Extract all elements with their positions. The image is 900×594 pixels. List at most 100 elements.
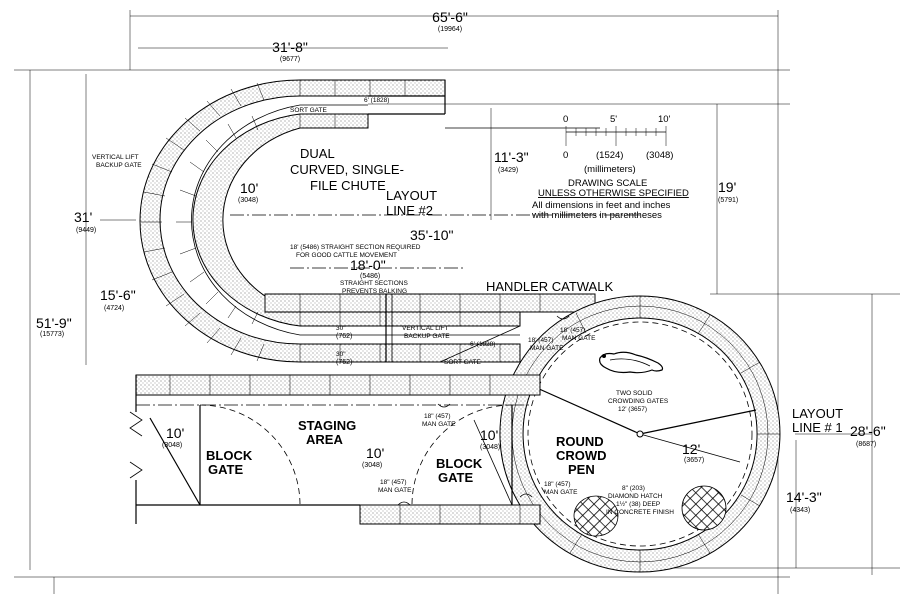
dim-upper-width-mm: (9677) [280,56,300,63]
dim-14-3: 14'-3" [786,489,822,505]
drawing-scale-text: 0 5' 10' 0 (1524) (3048) (millimeters) D… [531,114,689,221]
sort-gate-top-label: SORT GATE [290,107,328,114]
dim-staging-10-mid-mm: (3048) [362,462,382,469]
dim-15-6: 15'-6" [100,287,136,303]
man-gate-stage-label: MAN GATE [422,421,456,428]
diamond-hatch-areas [573,485,727,537]
scale-note-2: with millimeters in parentheses [531,210,662,221]
man-gate-low-dim: 18" (457) [380,479,407,486]
crowding-gates-3: 12' (3657) [618,406,647,413]
block-gate-mid-2: GATE [438,470,473,485]
block-gate-mid-1: BLOCK [436,456,483,471]
dim-upper-width: 31'-8" [272,39,308,55]
round-pen-2: CROWD [556,448,607,463]
straight-note-3: STRAIGHT SECTIONS [340,280,408,287]
dim-11-3-mm: (3429) [498,167,518,174]
scale-tick-10: 10' [658,114,671,125]
dim-man-gate-top-label: MAN GATE [530,345,564,352]
straight-note-4: PREVENTS BALKING [342,288,407,295]
dim-block-gate-10: 10' [480,427,498,443]
overall-dimension-lines [14,10,900,594]
vertical-lift-backup-1a: VERTICAL LIFT [92,154,139,161]
layout-line-1-a: LAYOUT [792,406,843,421]
crowding-gates [527,383,757,463]
crowding-gates-2: CROWDING GATES [608,398,669,405]
lower-chute-gates [230,127,640,363]
layout-line-1-b: LINE # 1 [792,420,843,435]
curved-chute [139,79,521,363]
dim-18-0: 18'-0" [350,257,386,273]
staging-area [129,374,541,525]
man-gate-pen-label: MAN GATE [562,335,596,342]
scale-mm-0: 0 [563,150,568,161]
dim-11-3: 11'-3" [494,149,529,165]
chute-title-line-2: CURVED, SINGLE- [290,162,404,177]
sort-gate-lower-label: SORT GATE [444,359,482,366]
vertical-lift-backup-2a: VERTICAL LIFT [402,325,449,332]
dim-block-gate-10-mm: (3048) [480,444,500,451]
dim-overall-width: 65'-6" [432,9,468,25]
round-crowd-pen-ring [499,295,781,573]
round-pen-1: ROUND [556,434,604,449]
dim-19-mm: (5791) [718,197,738,204]
dim-radius-chute-mm: (3048) [238,197,258,204]
dim-28-6: 28'-6" [850,423,886,439]
handler-catwalk [264,293,596,313]
dim-30-b: 30" [336,351,346,358]
staging-area-2: AREA [306,432,343,447]
block-gate-left-2: GATE [208,462,243,477]
dim-radius-pen: 12' [682,441,700,457]
dim-51-9: 51'-9" [36,315,72,331]
dim-35-10: 35'-10" [410,227,453,243]
man-gate-stage-dim: 18" (457) [424,413,451,420]
feature-labels: DUAL CURVED, SINGLE- FILE CHUTE LAYOUT L… [92,107,843,516]
layout-line-2-b: LINE #2 [386,203,433,218]
layout-line-2-a: LAYOUT [386,188,437,203]
diamond-hatch-3: 1½" (38) DEEP [616,500,660,508]
cow-icon [599,351,664,374]
dim-31-mm: (9449) [76,227,96,234]
scale-subtitle: UNLESS OTHERWISE SPECIFIED [538,188,689,199]
dim-28-6-mm: (8687) [856,441,876,448]
dim-18-0-mm: (5486) [360,273,380,280]
dim-30-a: 30" [336,325,346,332]
diamond-hatch-2: DIAMOND HATCH [608,493,663,500]
diamond-hatch-1: 8" (203) [622,485,645,492]
dim-15-6-mm: (4724) [104,305,124,312]
chute-title-line-3: FILE CHUTE [310,178,386,193]
round-pen-3: PEN [568,462,595,477]
chute-title-line-1: DUAL [300,146,335,161]
scale-title: DRAWING SCALE [568,178,647,189]
man-gate-pen-low-dim: 18" (457) [544,481,571,488]
staging-area-1: STAGING [298,418,356,433]
crowding-gates-1: TWO SOLID [616,390,653,397]
dim-51-9-mm: (15773) [40,331,64,338]
straight-note-2: FOR GOOD CATTLE MOVEMENT [296,252,397,259]
diamond-hatch-4: IN CONCRETE FINISH [606,509,674,516]
man-gate-pen-dim: 18' (457) [560,327,585,334]
dim-radius-chute: 10' [240,180,258,196]
dim-sort-gate-lower: 6' (1828) [470,341,495,348]
dim-14-3-mm: (4343) [790,507,810,514]
scale-mm-3048: (3048) [646,150,673,161]
dim-30-a-mm: (762) [336,333,352,340]
dim-overall-width-mm: (19964) [438,26,462,33]
dim-man-gate-top: 18' (457) [528,337,553,344]
drawing-scale-bar [565,126,667,146]
man-gate-low-label: MAN GATE [378,487,412,494]
dimension-labels: 65'-6" (19964) 31'-8" (9677) 6' (1828) 1… [36,9,886,514]
dim-staging-10-left: 10' [166,425,184,441]
dim-staging-10-mid: 10' [366,445,384,461]
scale-tick-0: 0 [563,114,568,125]
block-gate-left-1: BLOCK [206,448,253,463]
handler-catwalk-label: HANDLER CATWALK [486,279,613,294]
scale-unit: (millimeters) [584,164,636,175]
dim-30-b-mm: (762) [336,359,352,366]
dim-sort-gate-top: 6' (1828) [364,97,389,104]
dim-19: 19' [718,179,736,195]
dim-31: 31' [74,209,92,225]
straight-note-1: 18' (5486) STRAIGHT SECTION REQUIRED [290,244,421,251]
scale-note-1: All dimensions in feet and inches [532,200,671,211]
scale-tick-5: 5' [610,114,617,125]
vertical-lift-backup-2b: BACKUP GATE [404,333,450,340]
